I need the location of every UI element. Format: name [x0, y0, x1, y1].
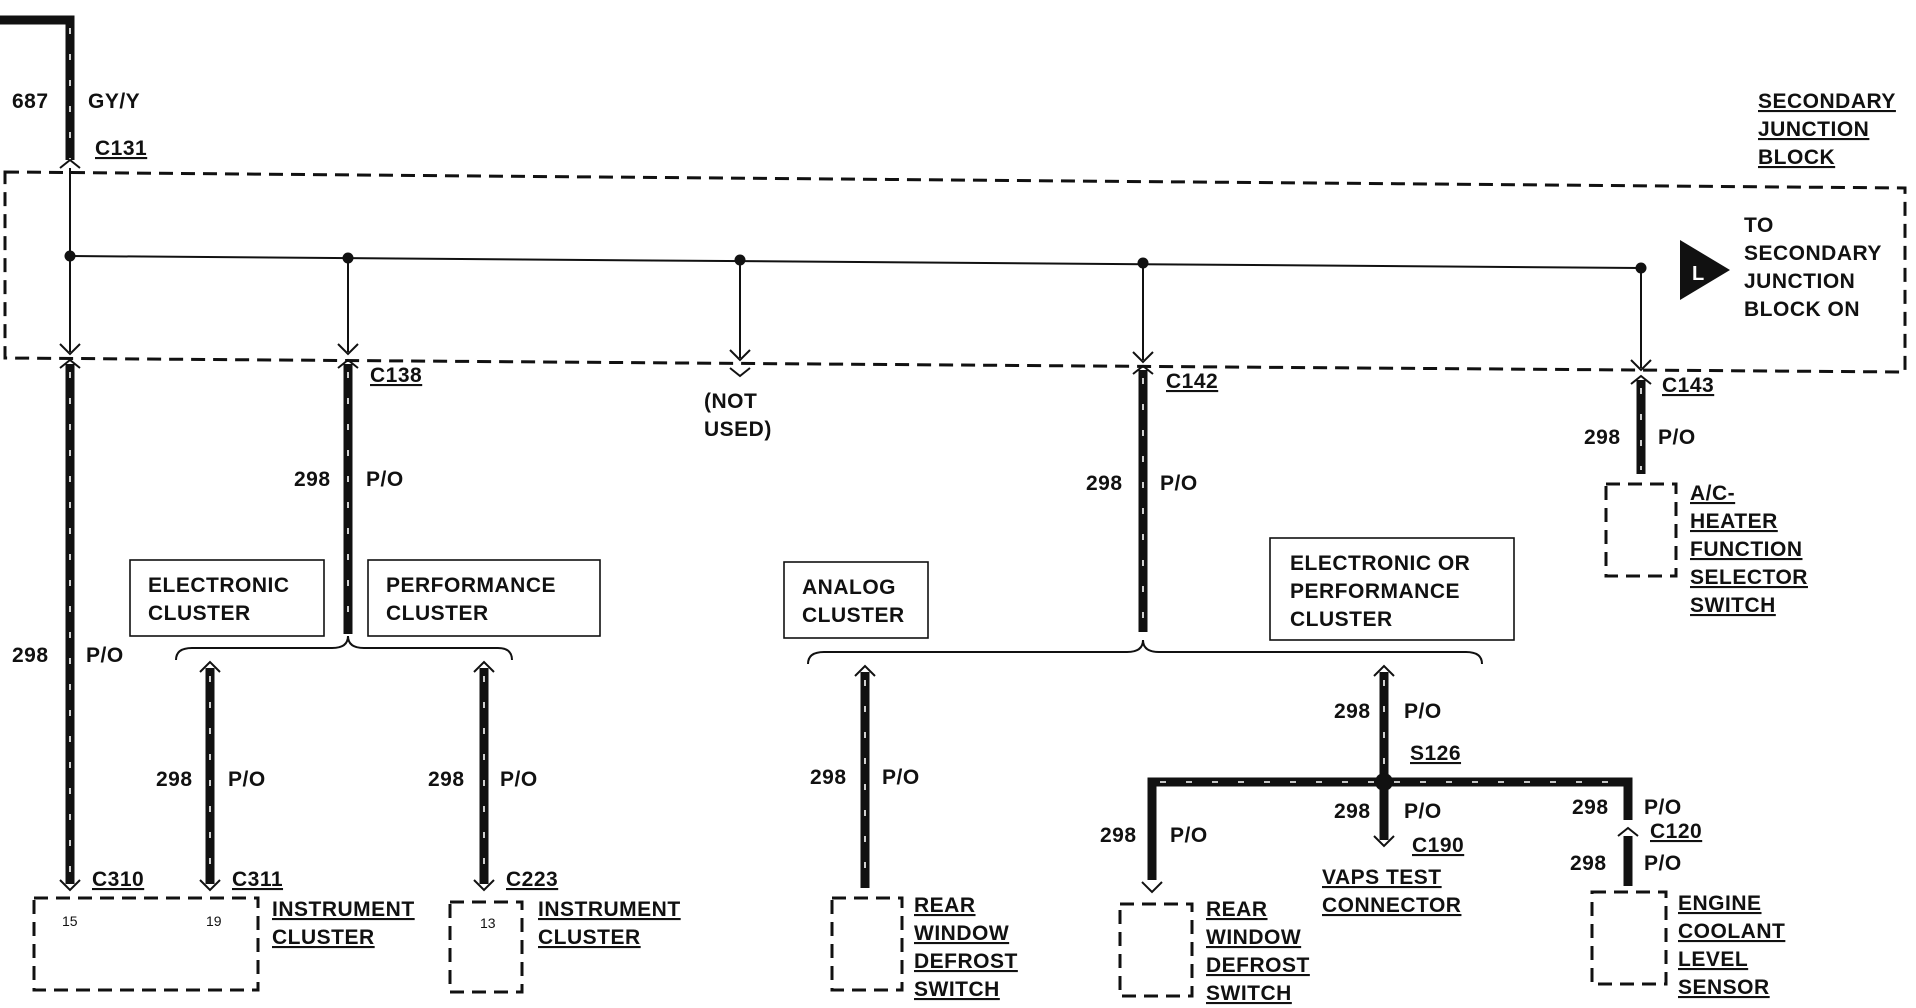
wire-c190-circuit: 298	[1334, 800, 1371, 823]
wire-c223-circuit: 298	[428, 768, 465, 791]
analog-cluster-line-1: ANALOG	[802, 576, 896, 599]
instrument-cluster-2-line-2: CLUSTER	[538, 926, 641, 949]
wire-c138-color: P/O	[366, 468, 404, 491]
to-block-symbol: L	[1692, 263, 1704, 285]
wire-c223-color: P/O	[500, 768, 538, 791]
electronic-cluster-line-1: ELECTRONIC	[148, 574, 290, 597]
ac-heater-line-2: HEATER	[1690, 510, 1778, 533]
performance-cluster-line-1: PERFORMANCE	[386, 574, 556, 597]
performance-cluster-line-2: CLUSTER	[386, 602, 489, 625]
instrument-cluster-1-line-2: CLUSTER	[272, 926, 375, 949]
junction-block-title-2: JUNCTION	[1758, 118, 1869, 141]
instrument-cluster-1-outline	[32, 896, 260, 992]
vaps-line-2: CONNECTOR	[1322, 894, 1461, 917]
wire-defrost1-circuit: 298	[810, 766, 847, 789]
instrument-cluster-2-line-1: INSTRUMENT	[538, 898, 681, 921]
connector-c190: C190	[1412, 834, 1464, 857]
eop-line-3: CLUSTER	[1290, 608, 1393, 631]
engine-coolant-line-2: COOLANT	[1678, 920, 1785, 943]
brace-right	[807, 639, 1483, 665]
eop-line-2: PERFORMANCE	[1290, 580, 1460, 603]
rear-defrost-1-line-2: WINDOW	[914, 922, 1009, 945]
wire-298-circuit: 298	[12, 644, 49, 667]
connector-c143: C143	[1662, 374, 1714, 397]
connector-c310: C310	[92, 868, 144, 891]
rear-defrost-2-outline	[1118, 902, 1194, 998]
brace-left	[175, 635, 513, 661]
junction-block-title-1: SECONDARY	[1758, 90, 1896, 113]
wire-c311-circuit: 298	[156, 768, 193, 791]
rear-defrost-2-line-1: REAR	[1206, 898, 1268, 921]
wire-coolant-color: P/O	[1644, 852, 1682, 875]
connector-c142: C142	[1166, 370, 1218, 393]
ac-heater-line-4: SELECTOR	[1690, 566, 1808, 589]
connector-c223: C223	[506, 868, 558, 891]
rear-defrost-1-line-3: DEFROST	[914, 950, 1018, 973]
wire-coolant-circuit: 298	[1570, 852, 1607, 875]
connector-c120: C120	[1650, 820, 1702, 843]
instrument-cluster-1-line-1: INSTRUMENT	[272, 898, 415, 921]
ac-heater-line-3: FUNCTION	[1690, 538, 1803, 561]
wire-c120-color: P/O	[1644, 796, 1682, 819]
connector-c311: C311	[232, 868, 283, 891]
wire-687-top	[0, 15, 75, 160]
rear-defrost-2-line-4: SWITCH	[1206, 982, 1292, 1005]
engine-coolant-line-1: ENGINE	[1678, 892, 1762, 915]
wire-298-color: P/O	[86, 644, 124, 667]
wire-687-circuit: 687	[12, 90, 49, 113]
rear-defrost-2-line-2: WINDOW	[1206, 926, 1301, 949]
not-used-line-1: (NOT	[704, 390, 757, 413]
to-block-line-2: SECONDARY	[1744, 242, 1882, 265]
electronic-or-performance-box	[1269, 537, 1515, 641]
to-block-line-1: TO	[1744, 214, 1774, 237]
junction-block-outline	[3, 170, 1907, 374]
ac-heater-line-5: SWITCH	[1690, 594, 1776, 617]
rear-defrost-1-outline	[830, 896, 904, 992]
connector-c131: C131	[95, 137, 147, 160]
wire-c143-circuit: 298	[1584, 426, 1621, 449]
analog-cluster-box	[783, 561, 929, 639]
rear-defrost-1-line-1: REAR	[914, 894, 976, 917]
engine-coolant-line-3: LEVEL	[1678, 948, 1748, 971]
wire-defrost1-color: P/O	[882, 766, 920, 789]
pin-15: 15	[62, 913, 78, 929]
connector-s126: S126	[1410, 742, 1461, 765]
junction-block-title-3: BLOCK	[1758, 146, 1835, 169]
rear-defrost-2-line-3: DEFROST	[1206, 954, 1310, 977]
ac-heater-line-1: A/C-	[1690, 482, 1735, 505]
not-used-line-2: USED)	[704, 418, 772, 441]
pin-19: 19	[206, 913, 222, 929]
wire-c142-color: P/O	[1160, 472, 1198, 495]
wire-c138-circuit: 298	[294, 468, 331, 491]
ac-heater-switch-outline	[1604, 482, 1678, 578]
vaps-line-1: VAPS TEST	[1322, 866, 1442, 889]
analog-cluster-line-2: CLUSTER	[802, 604, 905, 627]
wire-c120-circuit: 298	[1572, 796, 1609, 819]
wire-c142-circuit: 298	[1086, 472, 1123, 495]
wire-defrost2-color: P/O	[1170, 824, 1208, 847]
rear-defrost-1-line-4: SWITCH	[914, 978, 1000, 1001]
performance-cluster-box	[367, 559, 601, 637]
electronic-cluster-line-2: CLUSTER	[148, 602, 251, 625]
to-block-line-4: BLOCK ON	[1744, 298, 1860, 321]
pin-13: 13	[480, 915, 496, 931]
to-block-line-3: JUNCTION	[1744, 270, 1855, 293]
connector-c138: C138	[370, 364, 422, 387]
wire-c311-color: P/O	[228, 768, 266, 791]
wire-c190-color: P/O	[1404, 800, 1442, 823]
instrument-cluster-2-outline	[448, 900, 524, 994]
wire-defrost2-circuit: 298	[1100, 824, 1137, 847]
wire-c143-color: P/O	[1658, 426, 1696, 449]
eop-line-1: ELECTRONIC OR	[1290, 552, 1470, 575]
splice-s126-dot	[1375, 773, 1393, 791]
wire-687-color: GY/Y	[88, 90, 140, 113]
engine-coolant-line-4: SENSOR	[1678, 976, 1770, 999]
to-block-triangle-icon	[1680, 240, 1730, 300]
wire-s126-color: P/O	[1404, 700, 1442, 723]
electronic-cluster-box	[129, 559, 325, 637]
wire-s126-circuit: 298	[1334, 700, 1371, 723]
engine-coolant-outline	[1590, 890, 1668, 986]
internal-bus	[69, 255, 1641, 269]
